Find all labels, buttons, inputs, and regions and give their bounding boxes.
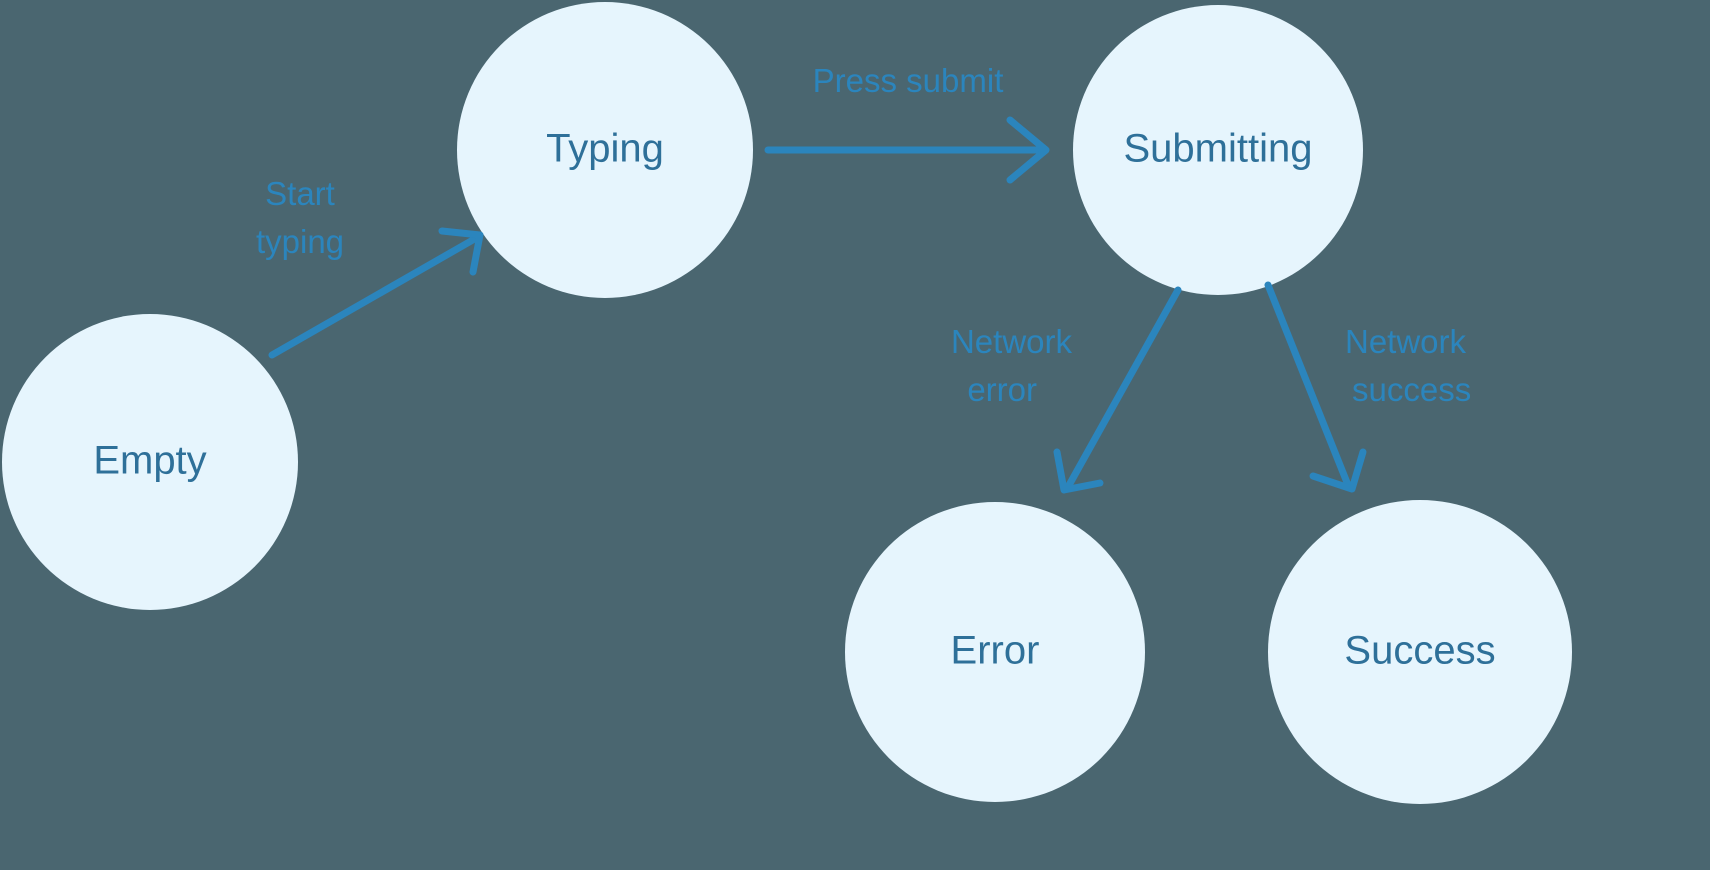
edge-network-success[interactable]	[1264, 281, 1367, 493]
edge-network-success-label-line2: success	[1352, 371, 1471, 408]
edge-network-success-line[interactable]	[1264, 281, 1352, 489]
edge-press-submit-arrowhead	[1006, 116, 1050, 184]
node-submitting-label: Submitting	[1124, 127, 1313, 171]
node-error[interactable]: Error	[845, 502, 1145, 802]
node-success-label: Success	[1344, 629, 1495, 673]
edge-network-error-line[interactable]	[1064, 286, 1182, 491]
edge-network-success-label-line1: Network	[1345, 323, 1467, 360]
edge-start-typing-line[interactable]	[268, 233, 482, 359]
node-typing-label: Typing	[546, 127, 664, 171]
edge-network-error-label-line1: Network	[951, 323, 1073, 360]
node-error-circle[interactable]	[845, 502, 1145, 802]
node-empty[interactable]: Empty	[2, 314, 298, 610]
node-submitting-circle[interactable]	[1073, 5, 1363, 295]
edge-network-error-label-line2: error	[967, 371, 1037, 408]
edge-start-typing-label-line1: Start	[265, 175, 335, 212]
edge-network-error-arrowhead	[1053, 448, 1104, 494]
edge-press-submit[interactable]	[764, 116, 1050, 184]
node-typing-circle[interactable]	[457, 2, 753, 298]
edge-network-error[interactable]	[1053, 286, 1182, 494]
node-success[interactable]: Success	[1268, 500, 1572, 804]
node-empty-circle[interactable]	[2, 314, 298, 610]
node-error-label: Error	[951, 629, 1040, 673]
node-submitting[interactable]: Submitting	[1073, 5, 1363, 295]
edge-start-typing-label-line2: typing	[256, 223, 344, 260]
edge-press-submit-label: Press submit	[813, 62, 1004, 99]
node-typing[interactable]: Typing	[457, 2, 753, 298]
edge-network-success-arrowhead	[1309, 448, 1367, 493]
edge-start-typing[interactable]	[268, 227, 484, 359]
node-success-circle[interactable]	[1268, 500, 1572, 804]
edge-start-typing-arrowhead	[438, 227, 484, 276]
node-empty-label: Empty	[93, 439, 206, 483]
